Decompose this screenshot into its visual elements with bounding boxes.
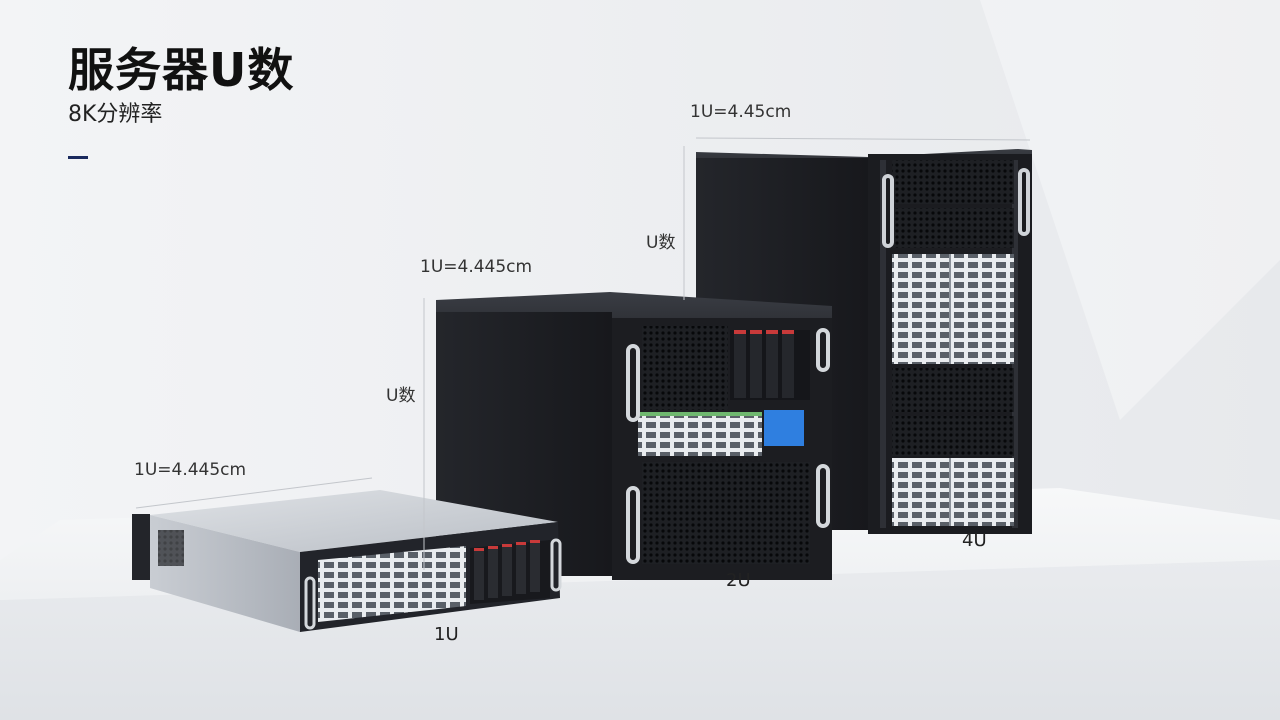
- server-1u-illustration: [132, 490, 562, 632]
- page-subtitle: 8K分辨率: [68, 102, 163, 127]
- title-accent-bar: [68, 156, 88, 159]
- server-2u-illustration: [436, 292, 832, 580]
- server-4u-name: 4U: [962, 530, 987, 551]
- server-2u-name: 2U: [726, 570, 751, 591]
- page-title: 服务器U数: [68, 43, 295, 97]
- dimension-lines: [135, 137, 1031, 570]
- server-4u-height-label: U数: [646, 233, 676, 253]
- server-1u-width-label: 1U=4.445cm: [134, 460, 247, 480]
- server-4u-width-label: 1U=4.45cm: [690, 102, 792, 122]
- server-1u-name: 1U: [434, 624, 459, 645]
- light-streak: [980, 0, 1280, 420]
- server-2u-width-label: 1U=4.445cm: [420, 257, 533, 277]
- server-2u-height-label: U数: [386, 386, 416, 406]
